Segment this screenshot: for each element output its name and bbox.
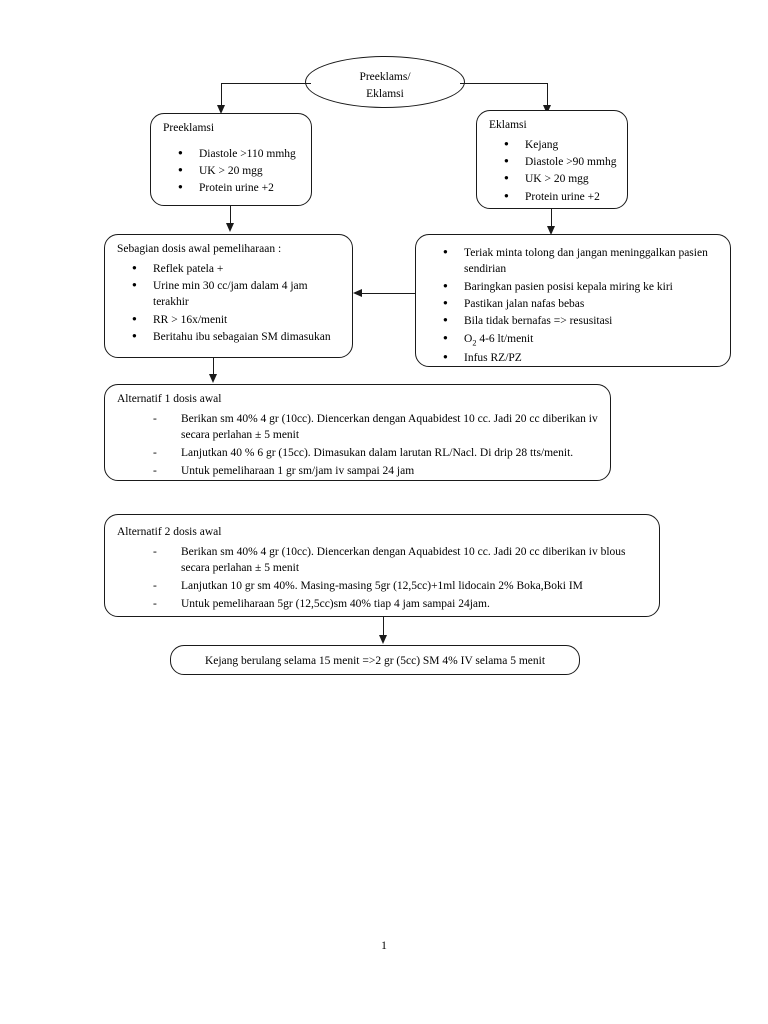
- ellipse-line-2: Eklamsi: [366, 87, 404, 100]
- list-item: Protein urine +2: [487, 187, 617, 205]
- node-eklamsi-title: Eklamsi: [489, 119, 527, 131]
- arrowhead-to-alternatif-1: [209, 374, 217, 383]
- node-penanganan-eklamsi: Teriak minta tolong dan jangan meninggal…: [415, 234, 731, 367]
- list-item: Baringkan pasien posisi kepala miring ke…: [426, 278, 720, 295]
- arrowhead-to-kejang-berulang: [379, 635, 387, 644]
- arrowhead-to-eklamsi: [543, 105, 551, 114]
- list-item: Diastole >90 mmhg: [487, 153, 617, 170]
- connector-ellipse-to-preeklamsi-vertical: [221, 83, 222, 107]
- connector-ellipse-to-eklamsi-vertical: [547, 83, 548, 107]
- list-item: Reflek patela +: [115, 259, 342, 277]
- list-item: Untuk pemeliharaan 5gr (12,5cc)sm 40% ti…: [115, 596, 649, 613]
- node-alternatif-2-item-list: Berikan sm 40% 4 gr (10cc). Diencerkan d…: [115, 544, 649, 613]
- list-item: Infus RZ/PZ: [426, 349, 720, 366]
- list-item: Berikan sm 40% 4 gr (10cc). Diencerkan d…: [115, 544, 649, 577]
- list-item: Untuk pemeliharaan 1 gr sm/jam iv sampai…: [115, 463, 600, 480]
- list-item: Beritahu ibu sebagaian SM dimasukan: [115, 328, 342, 345]
- node-alternatif-2: Alternatif 2 dosis awal Berikan sm 40% 4…: [104, 514, 660, 617]
- connector-ellipse-to-eklamsi-horizontal: [460, 83, 548, 84]
- arrowhead-to-sebagian-dosis-left: [353, 289, 362, 297]
- arrowhead-to-penanganan-eklamsi: [547, 226, 555, 235]
- node-eklamsi: Eklamsi Kejang Diastole >90 mmhg UK > 20…: [476, 110, 628, 209]
- node-preeklamsi-eklamsi-start: Preeklams/ Eklamsi: [305, 56, 465, 108]
- connector-penanganan-to-sebagian: [359, 293, 415, 294]
- page-number: 1: [381, 940, 387, 952]
- node-preeklamsi-bullet-list: Diastole >110 mmhg UK > 20 mgg Protein u…: [161, 144, 301, 197]
- node-penanganan-eklamsi-bullet-list: Teriak minta tolong dan jangan meninggal…: [426, 244, 720, 366]
- node-alternatif-1-item-list: Berikan sm 40% 4 gr (10cc). Diencerkan d…: [115, 411, 600, 480]
- ellipse-line-1: Preeklams/: [359, 71, 411, 83]
- arrowhead-to-sebagian-dosis: [226, 223, 234, 232]
- connector-eklamsi-to-penanganan: [551, 209, 552, 228]
- list-item: Protein urine +2: [161, 179, 301, 196]
- list-item: UK > 20 mgg: [161, 162, 301, 179]
- list-item: Kejang: [487, 135, 617, 153]
- node-kejang-berulang-text: Kejang berulang selama 15 menit =>2 gr (…: [204, 655, 546, 667]
- connector-alternatif2-to-kejang-berulang: [383, 617, 384, 637]
- list-item: RR > 16x/menit: [115, 310, 342, 328]
- node-alternatif-1-title: Alternatif 1 dosis awal: [117, 393, 222, 405]
- list-item: UK > 20 mgg: [487, 170, 617, 187]
- node-preeklamsi-title: Preeklamsi: [163, 122, 215, 134]
- connector-ellipse-to-preeklamsi-horizontal: [221, 83, 311, 84]
- list-item: Lanjutkan 40 % 6 gr (15cc). Dimasukan da…: [115, 445, 600, 462]
- list-item: Bila tidak bernafas => resusitasi: [426, 312, 720, 329]
- connector-sebagian-to-alternatif1: [213, 358, 214, 377]
- list-item: Berikan sm 40% 4 gr (10cc). Diencerkan d…: [115, 411, 600, 444]
- node-sebagian-dosis-title: Sebagian dosis awal pemeliharaan :: [117, 243, 282, 255]
- connector-preeklamsi-to-sebagian: [230, 206, 231, 225]
- node-preeklamsi: Preeklamsi Diastole >110 mmhg UK > 20 mg…: [150, 113, 312, 206]
- list-item: Teriak minta tolong dan jangan meninggal…: [426, 244, 720, 278]
- arrowhead-to-preeklamsi: [217, 105, 225, 114]
- list-item: Lanjutkan 10 gr sm 40%. Masing-masing 5g…: [115, 578, 649, 595]
- node-sebagian-dosis-bullet-list: Reflek patela + Urine min 30 cc/jam dala…: [115, 259, 342, 346]
- node-eklamsi-bullet-list: Kejang Diastole >90 mmhg UK > 20 mgg Pro…: [487, 135, 617, 205]
- list-item-oxygen: O2 4-6 lt/menit: [426, 330, 720, 349]
- node-kejang-berulang: Kejang berulang selama 15 menit =>2 gr (…: [170, 645, 580, 675]
- oxygen-prefix: O: [464, 332, 473, 345]
- node-alternatif-1: Alternatif 1 dosis awal Berikan sm 40% 4…: [104, 384, 611, 481]
- list-item: Urine min 30 cc/jam dalam 4 jam terakhir: [115, 277, 342, 311]
- node-sebagian-dosis-awal: Sebagian dosis awal pemeliharaan : Refle…: [104, 234, 353, 358]
- oxygen-suffix: 4-6 lt/menit: [476, 332, 534, 345]
- list-item: Pastikan jalan nafas bebas: [426, 295, 720, 312]
- oxygen-subscript: 2: [472, 337, 477, 347]
- ellipse-text-block: Preeklams/ Eklamsi: [306, 69, 464, 102]
- node-alternatif-2-title: Alternatif 2 dosis awal: [117, 526, 222, 538]
- list-item: Diastole >110 mmhg: [161, 144, 301, 162]
